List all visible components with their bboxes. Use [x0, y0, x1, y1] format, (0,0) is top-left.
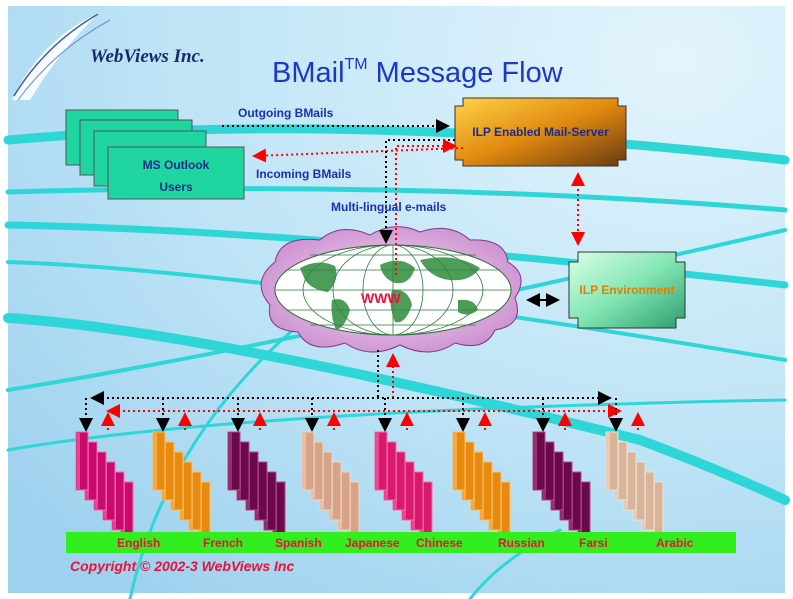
- lang-english: English: [117, 536, 161, 550]
- outlook-label-line2: Users: [159, 180, 193, 194]
- www-label: WWW: [361, 290, 401, 306]
- recipient-stack-farsi: [532, 431, 591, 541]
- ilp-environment-box: [568, 251, 686, 329]
- recipient-stack-french: [152, 431, 211, 541]
- company-logo: WebViews Inc.: [90, 46, 205, 67]
- lang-arabic: Arabic: [656, 536, 694, 550]
- lang-russian: Russian: [498, 536, 545, 550]
- recipient-stacks: [75, 431, 664, 541]
- lang-japanese: Japanese: [345, 536, 400, 550]
- lang-french: French: [203, 536, 244, 550]
- recipient-stack-arabic: [605, 431, 664, 541]
- lang-chinese: Chinese: [416, 536, 463, 550]
- title-superscript: TM: [344, 56, 368, 73]
- mail-server-box: [454, 97, 627, 167]
- recipient-stack-english: [75, 431, 134, 541]
- language-bar: [66, 532, 736, 553]
- title-main: BMail: [272, 57, 345, 89]
- lang-spanish: Spanish: [275, 536, 322, 550]
- recipient-stack-chinese: [374, 431, 433, 541]
- recipient-stack-spanish: [227, 431, 286, 541]
- internet-cloud: [260, 226, 522, 353]
- outlook-label-line1: MS Outlook: [142, 158, 210, 172]
- outlook-users-stack: [65, 109, 245, 200]
- multilingual-label: Multi-lingual e-mails: [331, 200, 447, 214]
- copyright-text: Copyright © 2002-3 WebViews Inc: [70, 558, 295, 574]
- outgoing-label: Outgoing BMails: [238, 106, 334, 120]
- recipient-stack-russian: [452, 431, 511, 541]
- title-rest: Message Flow: [367, 57, 563, 89]
- page-title: BMailTM Message Flow: [272, 56, 563, 90]
- logo-swoosh: [12, 12, 111, 101]
- mail-server-label: ILP Enabled Mail-Server: [472, 125, 609, 139]
- ilp-environment-label: ILP Environment: [579, 283, 675, 297]
- lang-farsi: Farsi: [579, 536, 608, 550]
- incoming-label: Incoming BMails: [256, 167, 352, 181]
